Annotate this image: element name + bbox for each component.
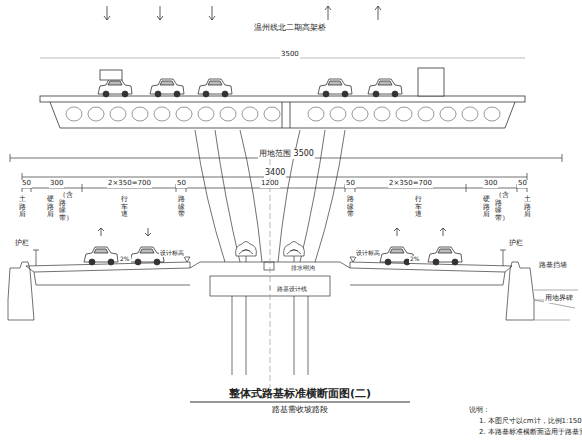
guardrail-label: 护栏 (14, 240, 30, 248)
box-cell (66, 107, 82, 121)
lane-name: 行车道 (120, 196, 129, 219)
dimension: 2×350=700 (388, 180, 433, 188)
lane-name: 土路肩 (523, 196, 532, 219)
boundary-label: 用地界碑 (544, 295, 574, 303)
box-cell (264, 107, 280, 121)
box-cell (308, 107, 324, 121)
box-cell (154, 107, 170, 121)
box-cell (132, 107, 148, 121)
slope-label: 2% (409, 256, 421, 263)
dimension: 300 (49, 180, 64, 188)
elevation-label: 设计标高 (159, 250, 185, 257)
lane-name: 硬路肩 (482, 196, 491, 219)
box-cell (220, 107, 236, 121)
ditch-label: 排水明沟 (290, 265, 316, 272)
bridge-name: 温州线北二期高架桥 (253, 24, 327, 33)
elevation-label: 设计标高 (355, 250, 381, 257)
box-cell (330, 107, 346, 121)
guardrail-label: 护栏 (508, 240, 524, 248)
box-cell (110, 107, 126, 121)
box-cell (242, 107, 258, 121)
drawing-title: 整体式路基标准横断面图(二) (228, 388, 372, 400)
box-cell (374, 107, 390, 121)
box-cell (396, 107, 412, 121)
dimension: 300 (483, 180, 498, 188)
dimension: 50 (176, 180, 187, 188)
note-text: 1. 本图尺寸以cm计，比例1:150。 (478, 418, 582, 426)
dimension: 3500 (280, 51, 300, 59)
lane-name: 土路肩 (18, 196, 27, 219)
slope-label: 2% (119, 256, 131, 263)
design-line-label: 路基设计线 (276, 286, 308, 293)
lane-name: （含路缘带） (494, 192, 503, 223)
note-heading: 说明： (468, 407, 491, 415)
dimension: 1200 (260, 180, 280, 188)
lane-name: （含路缘带） (58, 192, 67, 223)
box-cell (88, 107, 104, 121)
dimension: 2×350=700 (107, 180, 152, 188)
box-cell (440, 107, 456, 121)
box-cell (462, 107, 478, 121)
dimension: 50 (21, 180, 32, 188)
lane-name: 路缘带 (177, 196, 186, 219)
box-cell (198, 107, 214, 121)
box-cell (484, 107, 500, 121)
dimension: 50 (345, 180, 356, 188)
lane-name: 硬路肩 (46, 196, 55, 219)
dimension: 用地范围 3500 (258, 150, 315, 159)
lane-name: 行车道 (414, 196, 423, 219)
box-cell (418, 107, 434, 121)
lane-name: 路缘带 (346, 196, 355, 219)
drawing-caption: 路基需收坡路段 (271, 406, 329, 415)
wall-label: 路基挡墙 (538, 262, 568, 270)
dimension: 3400 (264, 169, 286, 178)
box-cell (176, 107, 192, 121)
dimension: 50 (517, 180, 528, 188)
note-text: 2. 本路基标准横断面适用于路基宽度34m的路段。 (478, 429, 582, 437)
box-cell (352, 107, 368, 121)
